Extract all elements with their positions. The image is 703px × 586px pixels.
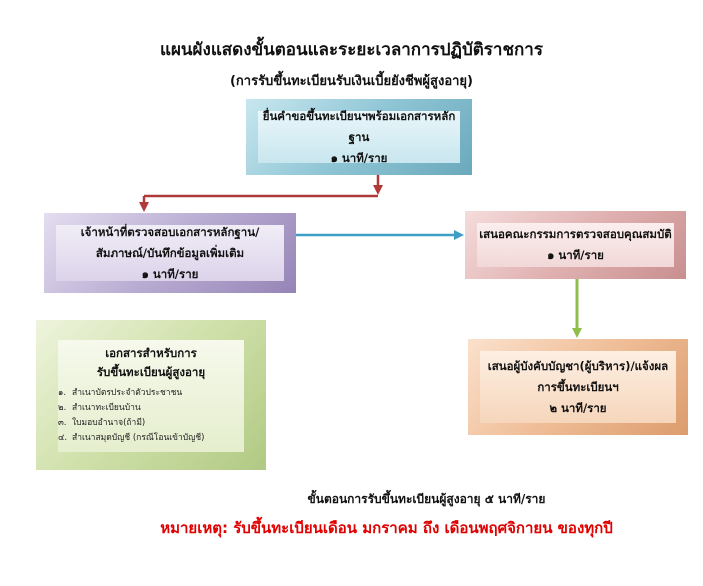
- step-officer-box: เจ้าหน้าที่ตรวจสอบเอกสารหลักฐาน/ สัมภาษณ…: [44, 213, 296, 293]
- step-report-time: ๒ นาที/ราย: [549, 400, 607, 415]
- step-committee-label: เสนอคณะกรรมการตรวจสอบคุณสมบัติ: [479, 227, 672, 241]
- documents-list: ๑.สำเนาบัตรประจำตัวประชาชน ๒.สำเนาทะเบีย…: [58, 386, 244, 446]
- step-committee-box: เสนอคณะกรรมการตรวจสอบคุณสมบัติ ๑ นาที/รา…: [465, 211, 686, 279]
- page-title: แผนผังแสดงขั้นตอนและระยะเวลาการปฏิบัติรา…: [160, 40, 543, 60]
- step-committee-time: ๑ นาที/ราย: [547, 248, 604, 262]
- step-report-label-2: การขึ้นทะเบียนฯ: [537, 379, 619, 394]
- step-officer-time: ๑ นาที/ราย: [141, 266, 199, 281]
- step-officer-label-2: สัมภาษณ์/บันทึกข้อมูลเพิ่มเติม: [95, 245, 245, 260]
- remark-note: หมายเหตุ: รับขึ้นทะเบียนเดือน มกราคม ถึง…: [160, 519, 613, 537]
- step-report-box: เสนอผู้บังคับบัญชา(ผู้บริหาร)/แจ้งผล การ…: [468, 339, 688, 435]
- documents-title-1: เอกสารสำหรับการ: [105, 346, 197, 360]
- step-submit-box: ยื่นคำขอขึ้นทะเบียนฯพร้อมเอกสารหลักฐาน ๑…: [246, 99, 472, 175]
- documents-box: เอกสารสำหรับการ รับขึ้นทะเบียนผู้สูงอายุ…: [36, 320, 266, 470]
- document-item: ๒.สำเนาทะเบียนบ้าน: [58, 403, 141, 413]
- step-submit-label: ยื่นคำขอขึ้นทะเบียนฯพร้อมเอกสารหลักฐาน: [262, 108, 456, 144]
- step-submit-time: ๑ นาที/ราย: [330, 150, 388, 165]
- page-subtitle: (การรับขึ้นทะเบียนรับเงินเบี้ยยังชีพผู้ส…: [229, 74, 473, 89]
- document-item: ๑.สำเนาบัตรประจำตัวประชาชน: [58, 388, 183, 398]
- document-item: ๔.สำเนาสมุดบัญชี (กรณีโอนเข้าบัญชี): [58, 433, 205, 443]
- total-time-footer: ขั้นตอนการรับขึ้นทะเบียนผู้สูงอายุ ๕ นาท…: [307, 492, 546, 506]
- step-officer-label-1: เจ้าหน้าที่ตรวจสอบเอกสารหลักฐาน/: [80, 224, 260, 239]
- documents-title-2: รับขึ้นทะเบียนผู้สูงอายุ: [96, 365, 206, 379]
- document-item: ๓.ใบมอบอำนาจ(ถ้ามี): [58, 418, 146, 428]
- step-report-label-1: เสนอผู้บังคับบัญชา(ผู้บริหาร)/แจ้งผล: [487, 358, 669, 373]
